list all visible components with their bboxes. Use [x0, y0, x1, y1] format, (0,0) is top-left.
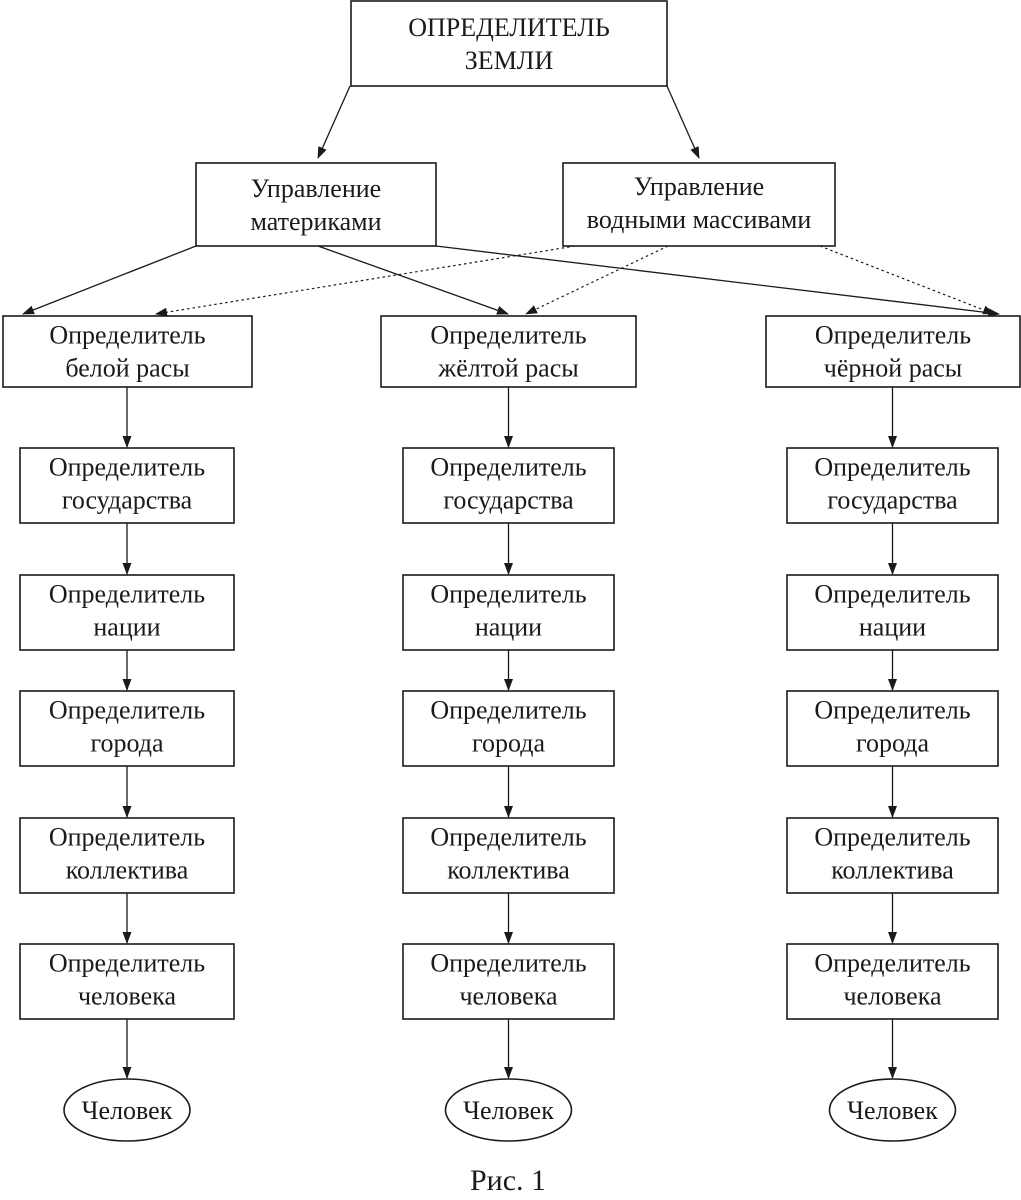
level-node-white-collective: Определитель коллектива — [19, 817, 235, 894]
level-black-collective-line-1: Определитель — [814, 823, 970, 852]
level-node-yellow-person: Определитель человека — [402, 943, 615, 1020]
level-node-black-nation: Определитель нации — [786, 574, 999, 651]
level-black-state-line-1: Определитель — [814, 453, 970, 482]
level-white-person-line-2: человека — [78, 982, 176, 1011]
person-label-black: Человек — [847, 1096, 938, 1125]
level-black-city-line-2: города — [856, 729, 929, 758]
edge-continents-to-white-race — [22, 245, 197, 315]
level-black-collective-line-2: коллектива — [831, 856, 954, 885]
level-black-state-line-2: государства — [827, 486, 958, 515]
waters-line-1: Управление — [634, 172, 764, 201]
edge-waters-to-white-race — [155, 245, 576, 317]
level-node-black-person: Определитель человека — [786, 943, 999, 1020]
level-yellow-person-line-1: Определитель — [430, 949, 586, 978]
race-white-line-2: белой расы — [65, 354, 189, 383]
level-yellow-state-line-2: государства — [443, 486, 574, 515]
person-node-white: Человек — [63, 1078, 191, 1142]
race-node-black: Определитель чёрной расы — [765, 315, 1021, 388]
level-white-state-line-2: государства — [62, 486, 193, 515]
level-yellow-nation-line-2: нации — [475, 613, 542, 642]
race-node-white: Определитель белой расы — [2, 315, 253, 388]
level-white-city-line-1: Определитель — [49, 696, 205, 725]
continents-line-2: материками — [250, 207, 381, 236]
level-white-nation-line-2: нации — [93, 613, 160, 642]
level-yellow-state-line-1: Определитель — [430, 453, 586, 482]
person-label-white: Человек — [82, 1096, 173, 1125]
edge-waters-to-black-race — [819, 245, 995, 315]
continents-line-1: Управление — [251, 174, 381, 203]
level-yellow-collective-line-2: коллектива — [447, 856, 570, 885]
level-white-city-line-2: города — [90, 729, 163, 758]
level-yellow-city-line-2: города — [472, 729, 545, 758]
figure-caption: Рис. 1 — [470, 1164, 546, 1197]
level-node-yellow-nation: Определитель нации — [402, 574, 615, 651]
level-black-city-line-1: Определитель — [814, 696, 970, 725]
race-yellow-line-1: Определитель — [430, 321, 586, 350]
level-white-collective-line-1: Определитель — [49, 823, 205, 852]
level-black-person-line-1: Определитель — [814, 949, 970, 978]
level-white-person-line-1: Определитель — [49, 949, 205, 978]
person-label-yellow: Человек — [463, 1096, 554, 1125]
level-yellow-collective-line-1: Определитель — [430, 823, 586, 852]
root-node: ОПРЕДЕЛИТЕЛЬ ЗЕМЛИ — [350, 0, 668, 87]
edge-continents-to-yellow-race — [317, 245, 509, 315]
waters-line-2: водными массивами — [587, 205, 812, 234]
root-line-2: ЗЕМЛИ — [465, 46, 554, 75]
edge-root-to-waters — [666, 85, 700, 159]
edge-root-to-continents — [317, 85, 351, 159]
race-node-yellow: Определитель жёлтой расы — [380, 315, 637, 388]
continents-control-node: Управление материками — [195, 162, 437, 247]
level-yellow-nation-line-1: Определитель — [430, 580, 586, 609]
person-node-black: Человек — [828, 1078, 957, 1142]
level-white-nation-line-1: Определитель — [49, 580, 205, 609]
race-black-line-1: Определитель — [815, 321, 971, 350]
level-node-yellow-city: Определитель города — [402, 690, 615, 767]
root-line-1: ОПРЕДЕЛИТЕЛЬ — [408, 13, 610, 42]
level-black-nation-line-2: нации — [859, 613, 926, 642]
race-yellow-line-2: жёлтой расы — [437, 354, 578, 383]
level-node-white-person: Определитель человека — [19, 943, 235, 1020]
person-node-yellow: Человек — [444, 1078, 573, 1142]
level-node-white-city: Определитель города — [19, 690, 235, 767]
level-node-black-city: Определитель города — [786, 690, 999, 767]
level-node-black-collective: Определитель коллектива — [786, 817, 999, 894]
edge-continents-to-black-race — [435, 245, 1000, 318]
level-node-black-state: Определитель государства — [786, 447, 999, 524]
level-yellow-city-line-1: Определитель — [430, 696, 586, 725]
race-black-line-2: чёрной расы — [824, 354, 963, 383]
level-yellow-person-line-2: человека — [459, 982, 557, 1011]
level-white-state-line-1: Определитель — [49, 453, 205, 482]
level-node-yellow-state: Определитель государства — [402, 447, 615, 524]
level-node-white-state: Определитель государства — [19, 447, 235, 524]
level-node-white-nation: Определитель нации — [19, 574, 235, 651]
waters-control-node: Управление водными массивами — [562, 162, 836, 247]
level-node-yellow-collective: Определитель коллектива — [402, 817, 615, 894]
level-black-person-line-2: человека — [843, 982, 941, 1011]
level-white-collective-line-2: коллектива — [66, 856, 189, 885]
race-white-line-1: Определитель — [49, 321, 205, 350]
edge-waters-to-yellow-race — [525, 245, 669, 315]
level-black-nation-line-1: Определитель — [814, 580, 970, 609]
